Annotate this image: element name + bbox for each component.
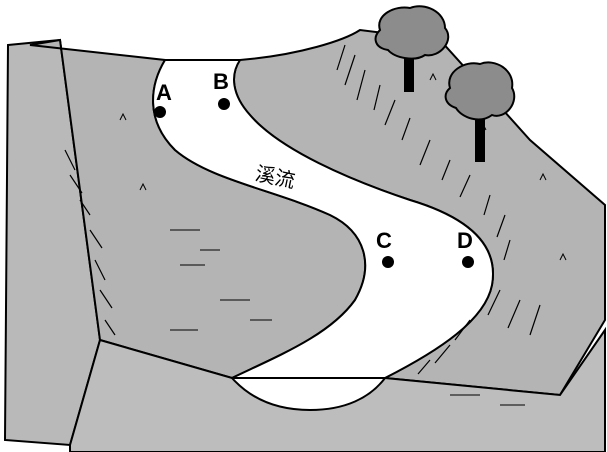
stream-cross-section xyxy=(229,377,388,412)
tree-left xyxy=(374,5,450,92)
point-d-label: D xyxy=(457,228,473,253)
point-c-label: C xyxy=(376,228,392,253)
point-c-marker xyxy=(382,256,394,268)
point-a-marker xyxy=(154,106,166,118)
cliff-hatching xyxy=(336,44,541,375)
tree-right xyxy=(444,61,516,162)
point-a-label: A xyxy=(156,80,172,105)
left-cliff-hatching xyxy=(64,149,116,336)
point-d-marker xyxy=(462,256,474,268)
point-b-marker xyxy=(218,98,230,110)
point-b-label: B xyxy=(213,69,229,94)
